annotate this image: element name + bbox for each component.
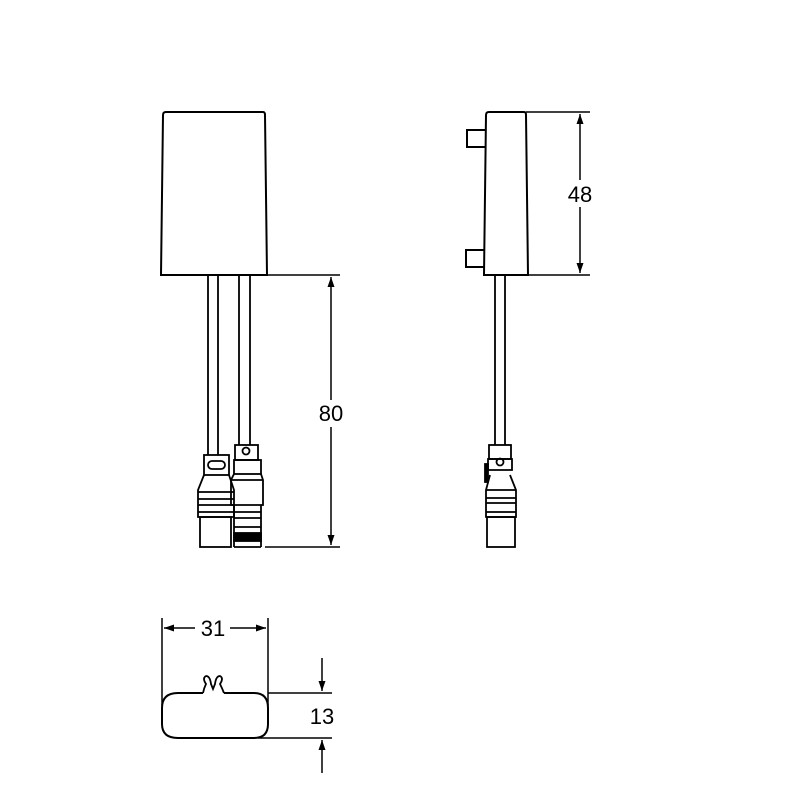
dimension-housing-height <box>526 111 590 276</box>
side-housing <box>482 111 530 276</box>
front-connector-right <box>230 444 264 548</box>
dimension-label-31: 31 <box>201 616 225 641</box>
bottom-housing <box>161 692 269 739</box>
side-view <box>465 111 590 548</box>
bottom-view <box>161 618 332 773</box>
dimension-label-13: 13 <box>310 704 334 729</box>
side-cable <box>494 275 506 445</box>
dimension-housing-width <box>161 618 269 705</box>
dimension-label-48: 48 <box>568 182 592 207</box>
dimension-label-80: 80 <box>319 401 343 426</box>
front-cables <box>207 275 251 455</box>
dimension-cable-length <box>265 274 340 548</box>
side-connector <box>484 444 517 548</box>
front-connector-left <box>197 454 235 548</box>
dimension-housing-depth <box>258 658 332 773</box>
front-view <box>159 111 340 548</box>
cable-clip <box>202 675 225 694</box>
mounting-tab-bottom <box>465 249 485 268</box>
mounting-tab-top <box>466 129 486 148</box>
front-housing <box>159 111 269 276</box>
